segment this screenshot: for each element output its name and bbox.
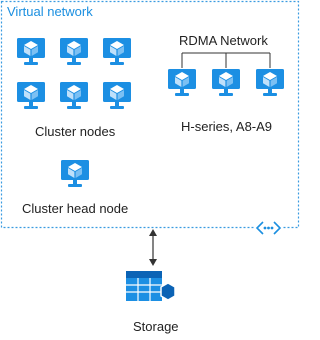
- vm-monitor-icon: [103, 38, 131, 65]
- virtual-network-label: Virtual network: [7, 4, 93, 19]
- vm-monitor-icon: [103, 82, 131, 109]
- vm-monitor-icon: [212, 69, 240, 96]
- storage-label: Storage: [133, 319, 179, 334]
- storage-link-arrow: [149, 229, 157, 266]
- vm-monitor-icon: [168, 69, 196, 96]
- h-series-label: H-series, A8-A9: [181, 119, 273, 134]
- cluster-nodes-label: Cluster nodes: [35, 124, 116, 139]
- diagram-canvas: [0, 0, 300, 301]
- vnet-connector-icon: [254, 219, 282, 236]
- virtual-network-boundary: [0, 0, 300, 229]
- rdma-network-label: RDMA Network: [179, 33, 268, 48]
- vm-monitor-icon: [256, 69, 284, 96]
- head-node-monitor-icon: [61, 160, 89, 187]
- vm-monitor-icon: [60, 82, 88, 109]
- vm-monitor-icon: [17, 82, 45, 109]
- vm-monitor-icon: [17, 38, 45, 65]
- cluster-head-node-label: Cluster head node: [22, 201, 129, 216]
- storage-table-icon: [126, 271, 176, 301]
- cluster-nodes-group: [17, 38, 131, 109]
- rdma-nodes-group: [168, 69, 284, 96]
- vm-monitor-icon: [60, 38, 88, 65]
- rdma-network-lines: [181, 52, 271, 68]
